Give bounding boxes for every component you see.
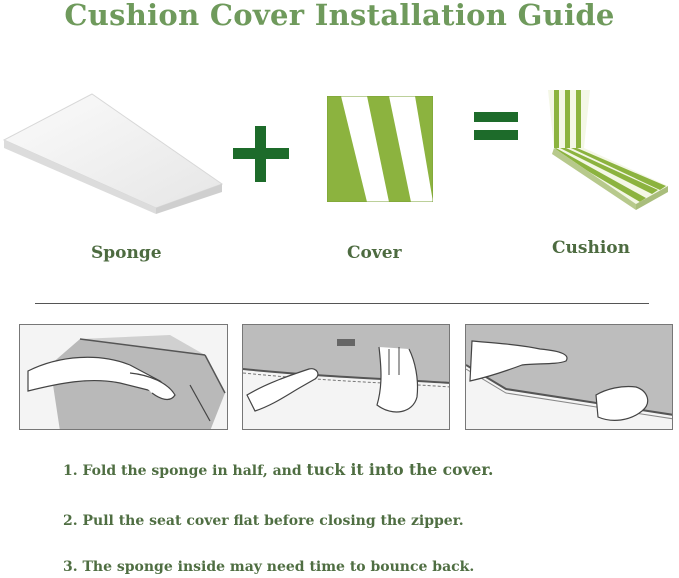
step3-illustration [465,324,673,430]
equals-icon [474,112,518,140]
step1-illustration [19,324,228,430]
step-1-text: 1. Fold the sponge in half, and tuck it … [63,460,493,479]
cover-label: Cover [347,243,402,263]
page-title: Cushion Cover Installation Guide [64,0,615,32]
sponge-image [2,93,224,214]
step-2-text: 2. Pull the seat cover flat before closi… [63,513,464,529]
cushion-label: Cushion [552,238,630,258]
cover-swatch-image [327,96,433,202]
section-divider [35,303,649,304]
step-1-text-part1: 1. Fold the sponge in half, and [63,463,307,479]
step-1-text-part2: tuck it into the cover. [306,460,494,479]
step2-illustration [242,324,450,430]
sponge-label: Sponge [91,243,162,263]
cushion-image [548,90,668,210]
step-3-text: 3. The sponge inside may need time to bo… [63,559,475,575]
plus-icon [233,126,289,182]
